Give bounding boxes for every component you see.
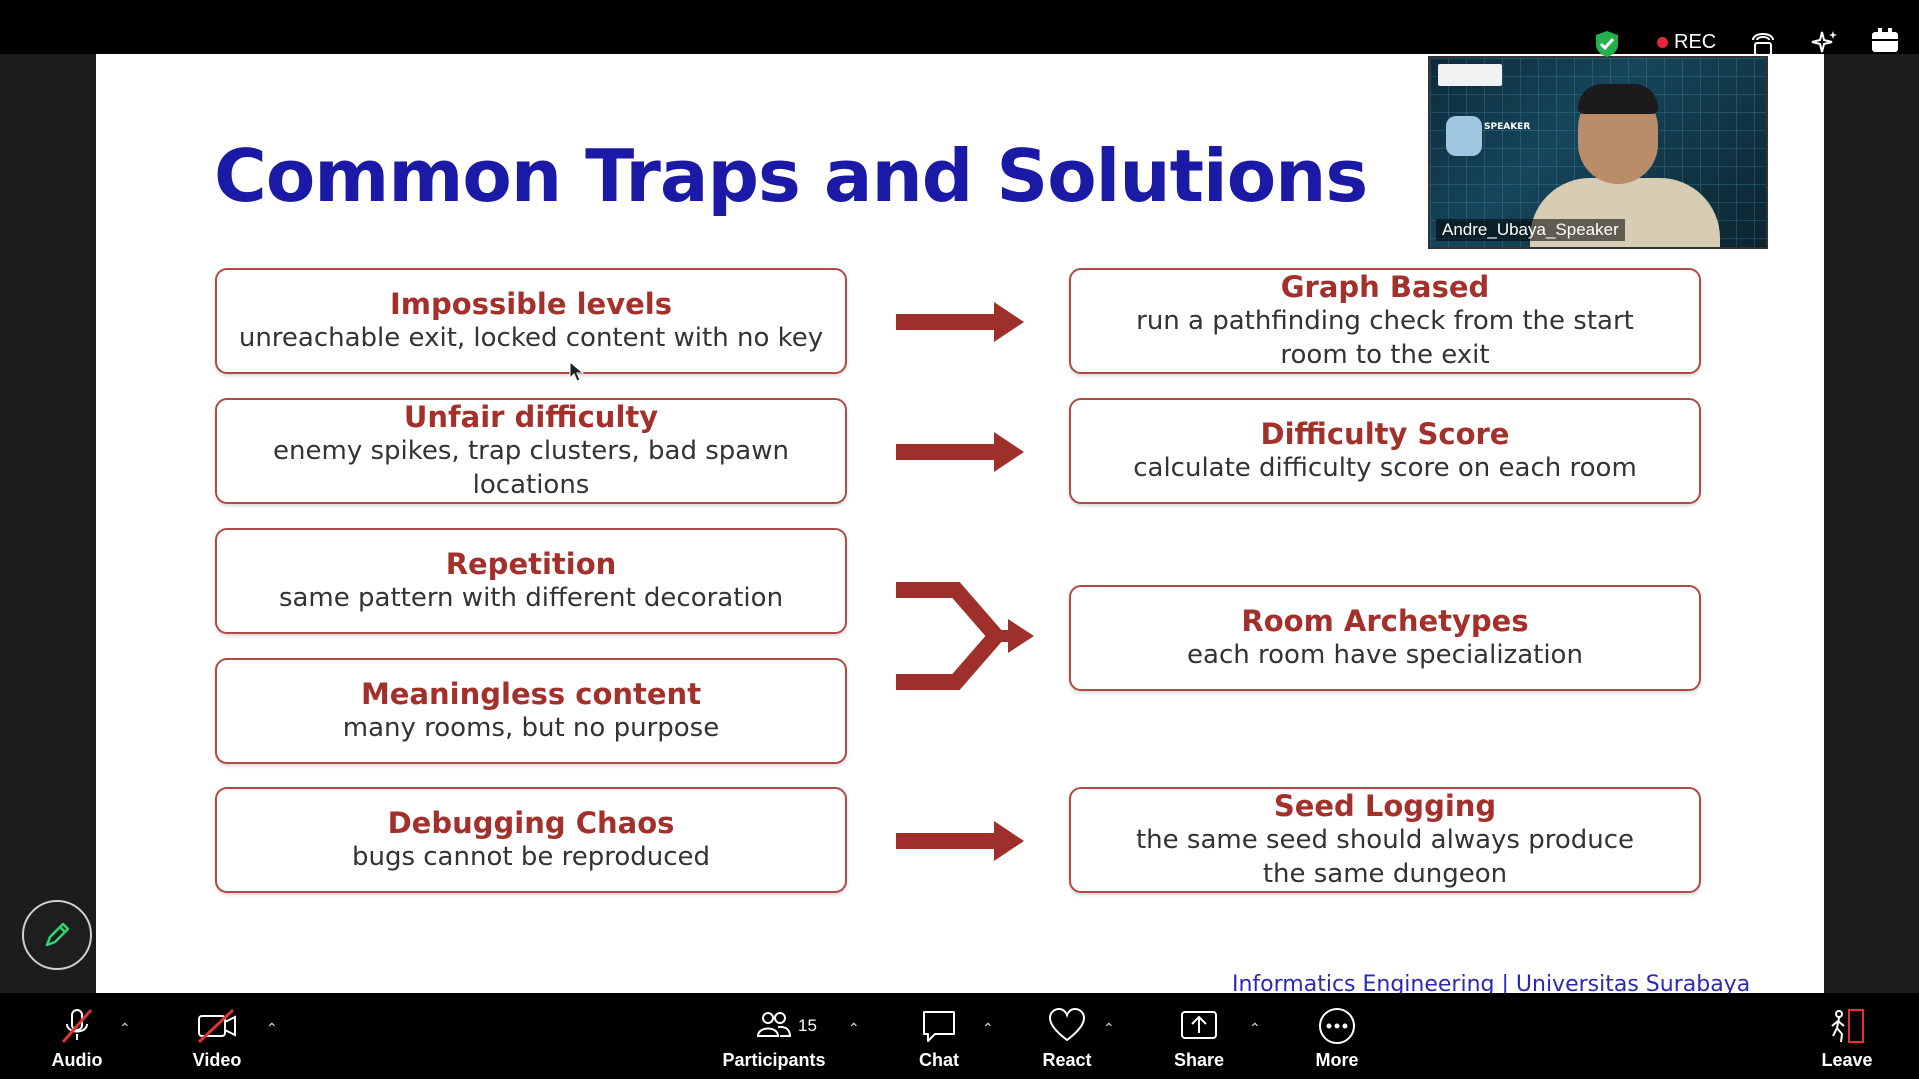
trap-title: Debugging Chaos — [387, 806, 675, 840]
live-transcript-icon[interactable] — [1749, 28, 1777, 58]
participants-icon — [756, 1012, 792, 1037]
microphone-muted-icon — [61, 1009, 93, 1043]
annotate-button[interactable] — [22, 900, 92, 970]
apps-icon[interactable] — [1870, 26, 1900, 56]
leave-label: Leave — [1821, 1050, 1873, 1070]
more-label: More — [1315, 1050, 1359, 1070]
merge-arrow-icon — [896, 582, 1034, 690]
mouse-cursor-icon — [569, 361, 585, 382]
ai-companion-icon[interactable] — [1810, 28, 1840, 58]
participants-button[interactable]: Participants — [718, 1006, 830, 1071]
video-button[interactable]: Video — [162, 1006, 272, 1071]
camera-off-icon — [197, 1008, 236, 1044]
share-screen-icon — [1181, 1011, 1217, 1039]
trap-title: Unfair difficulty — [403, 400, 659, 434]
share-label: Share — [1173, 1050, 1225, 1070]
arrow-right-icon — [896, 821, 1024, 861]
chat-options-caret[interactable]: ⌃ — [982, 1020, 994, 1036]
solution-card-graph-based: Graph Based run a pathfinding check from… — [1069, 268, 1701, 374]
solution-desc: the same seed should always produce the … — [1135, 825, 1635, 889]
trap-title: Meaningless content — [360, 677, 702, 711]
slide-title: Common Traps and Solutions — [214, 134, 1368, 218]
arrow-right-icon — [896, 432, 1024, 472]
trap-card-impossible-levels: Impossible levels unreachable exit, lock… — [215, 268, 847, 374]
video-label: Video — [192, 1050, 242, 1070]
trap-desc: unreachable exit, locked content with no… — [238, 323, 824, 353]
rec-label: REC — [1674, 30, 1717, 53]
trap-desc: bugs cannot be reproduced — [351, 842, 711, 872]
shield-check-icon[interactable] — [1594, 30, 1620, 58]
heart-icon — [1048, 1007, 1086, 1042]
audio-options-caret[interactable]: ⌃ — [119, 1020, 131, 1036]
trap-title: Repetition — [445, 547, 617, 581]
participants-options-caret[interactable]: ⌃ — [848, 1020, 860, 1036]
share-options-caret[interactable]: ⌃ — [1249, 1020, 1261, 1036]
solution-card-room-archetypes: Room Archetypes each room have specializ… — [1069, 585, 1701, 691]
share-button[interactable]: Share — [1144, 1006, 1254, 1071]
more-dots-icon — [1319, 1008, 1355, 1044]
video-options-caret[interactable]: ⌃ — [266, 1020, 278, 1036]
participants-count: 15 — [798, 1016, 817, 1035]
trap-desc: many rooms, but no purpose — [342, 713, 720, 743]
chat-button[interactable]: Chat — [884, 1006, 994, 1071]
trap-card-repetition: Repetition same pattern with different d… — [215, 528, 847, 634]
chat-label: Chat — [919, 1050, 959, 1070]
react-options-caret[interactable]: ⌃ — [1103, 1020, 1115, 1036]
more-button[interactable]: More — [1282, 1006, 1392, 1071]
event-logo — [1438, 64, 1502, 86]
pencil-icon — [45, 922, 70, 947]
solution-title: Graph Based — [1280, 270, 1490, 304]
solution-desc: each room have specialization — [1187, 640, 1583, 670]
react-button[interactable]: React — [1012, 1006, 1122, 1071]
solution-card-seed-logging: Seed Logging the same seed should always… — [1069, 787, 1701, 893]
solution-title: Seed Logging — [1273, 789, 1497, 823]
chat-bubble-icon — [923, 1011, 955, 1042]
meeting-toolbar — [0, 993, 1919, 1079]
trap-desc: enemy spikes, trap clusters, bad spawn l… — [273, 436, 789, 500]
top-status-bar — [0, 0, 1919, 54]
leave-button[interactable]: Leave — [1792, 1006, 1902, 1071]
robot-mascot-icon — [1446, 116, 1482, 156]
arrow-right-icon — [896, 302, 1024, 342]
audio-button[interactable]: Audio — [22, 1006, 132, 1071]
solution-desc: calculate difficulty score on each room — [1133, 453, 1637, 483]
speaker-hair — [1578, 84, 1658, 114]
audio-label: Audio — [51, 1050, 103, 1070]
solution-title: Room Archetypes — [1241, 604, 1529, 638]
solution-card-difficulty-score: Difficulty Score calculate difficulty sc… — [1069, 398, 1701, 504]
trap-card-unfair-difficulty: Unfair difficulty enemy spikes, trap clu… — [215, 398, 847, 504]
record-icon — [1657, 36, 1668, 48]
solution-title: Difficulty Score — [1260, 417, 1510, 451]
solution-desc: run a pathfinding check from the start r… — [1136, 306, 1634, 370]
trap-card-meaningless-content: Meaningless content many rooms, but no p… — [215, 658, 847, 764]
recording-indicator[interactable]: REC — [1657, 26, 1716, 58]
slide-footer: Informatics Engineering | Universitas Su… — [1232, 972, 1751, 993]
react-label: React — [1042, 1050, 1092, 1070]
leave-door-icon — [1831, 1009, 1864, 1043]
trap-desc: same pattern with different decoration — [278, 583, 784, 613]
participant-video-tile[interactable]: SPEAKER Andre_Ubaya_Speaker — [1428, 56, 1768, 249]
trap-card-debugging-chaos: Debugging Chaos bugs cannot be reproduce… — [215, 787, 847, 893]
participants-label: Participants — [722, 1050, 826, 1070]
trap-title: Impossible levels — [390, 287, 672, 321]
speaker-tag: SPEAKER — [1484, 122, 1531, 132]
participant-name-label: Andre_Ubaya_Speaker — [1436, 219, 1625, 241]
